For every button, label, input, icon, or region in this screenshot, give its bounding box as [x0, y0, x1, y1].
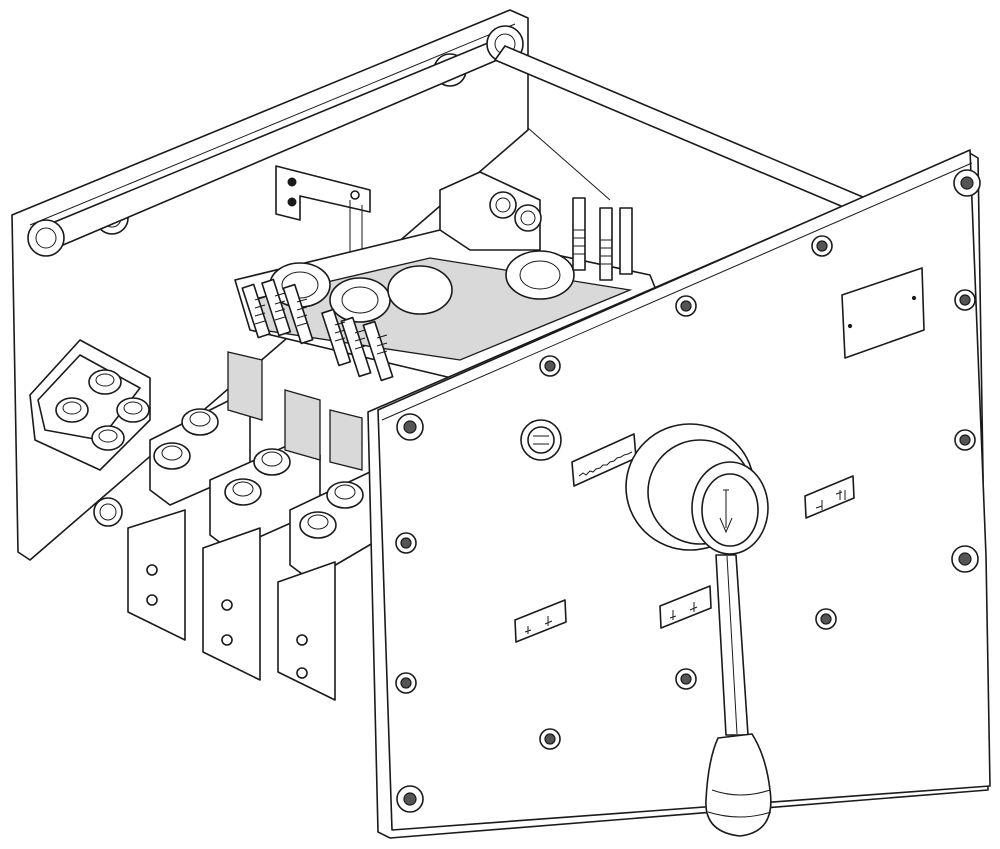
outgoing-terminal-3 [277, 409, 379, 701]
internal-mechanism [234, 165, 661, 382]
spring-group-right [572, 197, 633, 281]
operating-handle [625, 423, 772, 837]
panel-screws [395, 169, 981, 813]
outgoing-terminal-2 [202, 389, 321, 681]
down-arrow-icon [719, 489, 733, 534]
spring-group-left [241, 278, 394, 382]
terminal-block-left [29, 339, 151, 471]
label-plate-bottom-left [514, 599, 567, 643]
label-plate-bottom-middle [659, 585, 712, 629]
back-frame-edge [527, 30, 611, 201]
label-plate-top-right [804, 475, 855, 519]
tie-rod-right [494, 45, 871, 215]
front-panel [367, 149, 991, 839]
nameplate [841, 267, 925, 359]
indicator-lamp [520, 419, 562, 461]
outgoing-terminal-1 [127, 351, 263, 641]
